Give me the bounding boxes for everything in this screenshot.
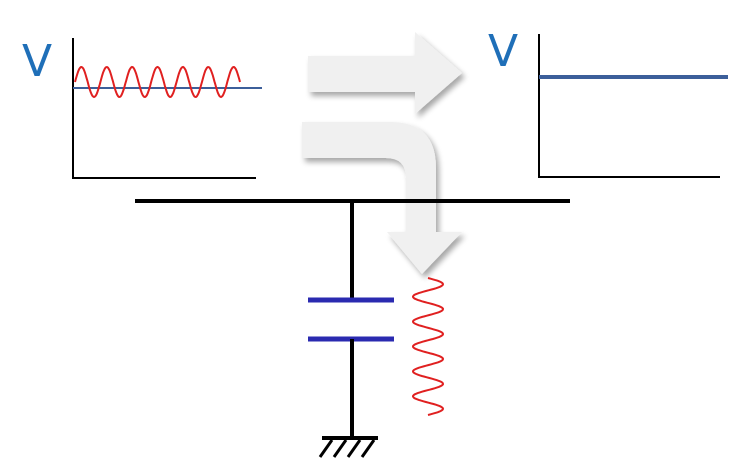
shunted-ripple-wave	[411, 277, 445, 416]
capacitor-icon	[308, 297, 394, 342]
output-graph-axes	[538, 34, 720, 178]
input-voltage-axis-label: V	[22, 36, 53, 87]
ground-icon	[318, 436, 378, 458]
circuit	[135, 199, 570, 458]
input-graph	[72, 38, 262, 179]
arrow-right-icon	[308, 32, 462, 114]
arrow-bend-down-icon	[302, 122, 462, 274]
input-graph-axes	[72, 38, 256, 179]
output-graph	[538, 34, 728, 178]
input-ripple-wave	[74, 65, 241, 99]
output-voltage-axis-label: V	[488, 26, 519, 77]
